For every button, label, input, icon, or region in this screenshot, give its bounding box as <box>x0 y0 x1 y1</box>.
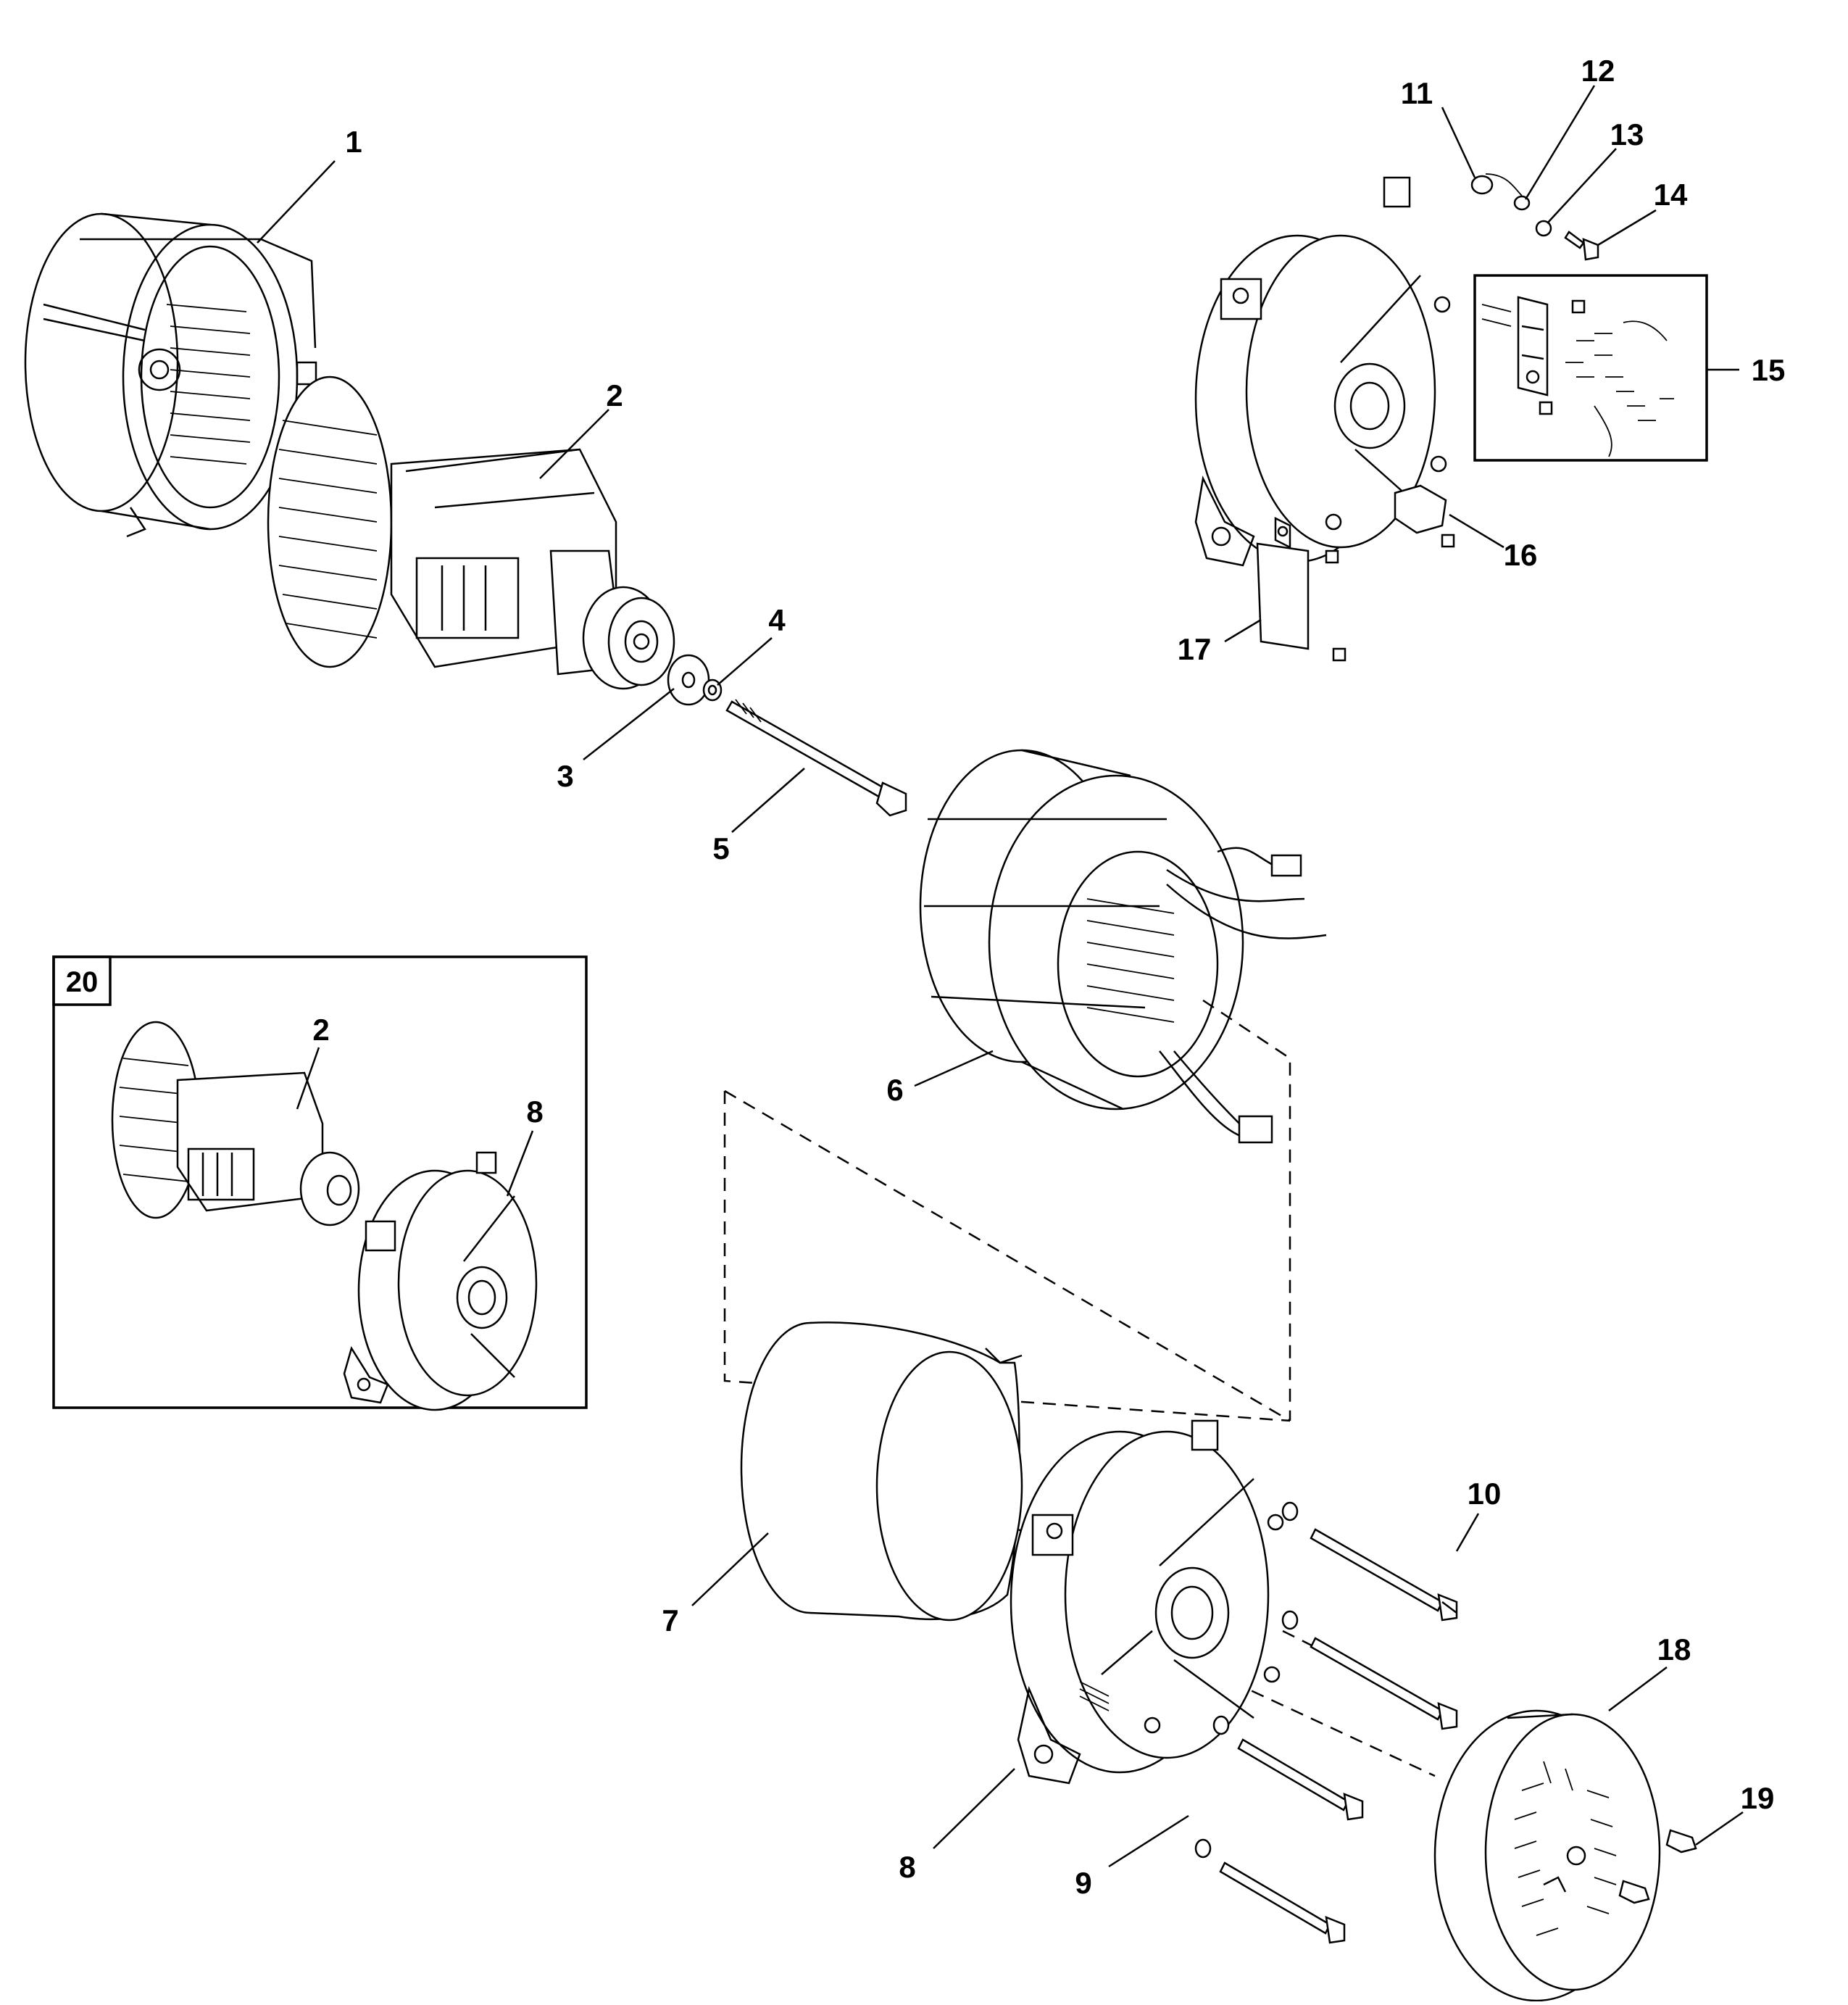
part-12-washer <box>1513 195 1531 211</box>
callout-15: 15 <box>1752 353 1786 387</box>
callout-7: 7 <box>662 1603 678 1637</box>
callout-5: 5 <box>712 831 729 865</box>
callout-17: 17 <box>1178 632 1212 666</box>
inset-callout-8: 8 <box>526 1095 543 1129</box>
callout-20: 20 <box>66 966 99 998</box>
part-17-capacitor <box>1256 516 1347 662</box>
part-5-through-bolt <box>725 699 907 817</box>
callout-4: 4 <box>768 603 786 637</box>
callout-14: 14 <box>1654 178 1688 212</box>
callout-12: 12 <box>1581 54 1615 88</box>
callout-16: 16 <box>1504 538 1538 572</box>
top-end-bracket <box>1194 176 1451 567</box>
part-10-bolts <box>1219 1528 1458 1944</box>
part-2-rotor-assembly <box>267 375 675 690</box>
callout-3: 3 <box>557 759 573 793</box>
part-16-brush-holder <box>1394 484 1455 548</box>
callout-1: 1 <box>345 125 362 159</box>
part-4-nut <box>702 678 723 702</box>
part-13-lock-washer <box>1535 220 1552 237</box>
callout-2: 2 <box>606 378 623 412</box>
callout-18: 18 <box>1657 1632 1691 1666</box>
callout-11: 11 <box>1401 76 1433 110</box>
part-11-nut <box>1470 173 1523 196</box>
part-14-screw <box>1564 231 1599 261</box>
part-19-screws <box>1618 1829 1697 1904</box>
callout-9: 9 <box>1075 1866 1091 1900</box>
part-1-fan-housing <box>24 212 317 538</box>
part-6-stator <box>919 749 1327 1144</box>
callout-19: 19 <box>1741 1781 1775 1815</box>
inset-callout-2: 2 <box>312 1013 329 1047</box>
inset-20-box <box>52 955 588 1411</box>
leader-lines <box>257 85 1744 1868</box>
part-7-cover-band <box>740 1321 1023 1622</box>
part-9-washers <box>1194 1501 1299 1859</box>
part-15-inset <box>1473 274 1708 462</box>
callout-6: 6 <box>886 1073 903 1107</box>
part-3-washer <box>667 654 710 706</box>
callout-10: 10 <box>1468 1477 1502 1511</box>
callout-13: 13 <box>1610 117 1644 151</box>
callout-labels: 1 2 3 4 5 6 7 8 9 10 11 12 13 14 15 16 1… <box>66 54 1786 1900</box>
part-8-end-bracket <box>1010 1419 1284 1785</box>
part-18-end-cover <box>1433 1709 1661 2002</box>
callout-8: 8 <box>899 1850 915 1884</box>
